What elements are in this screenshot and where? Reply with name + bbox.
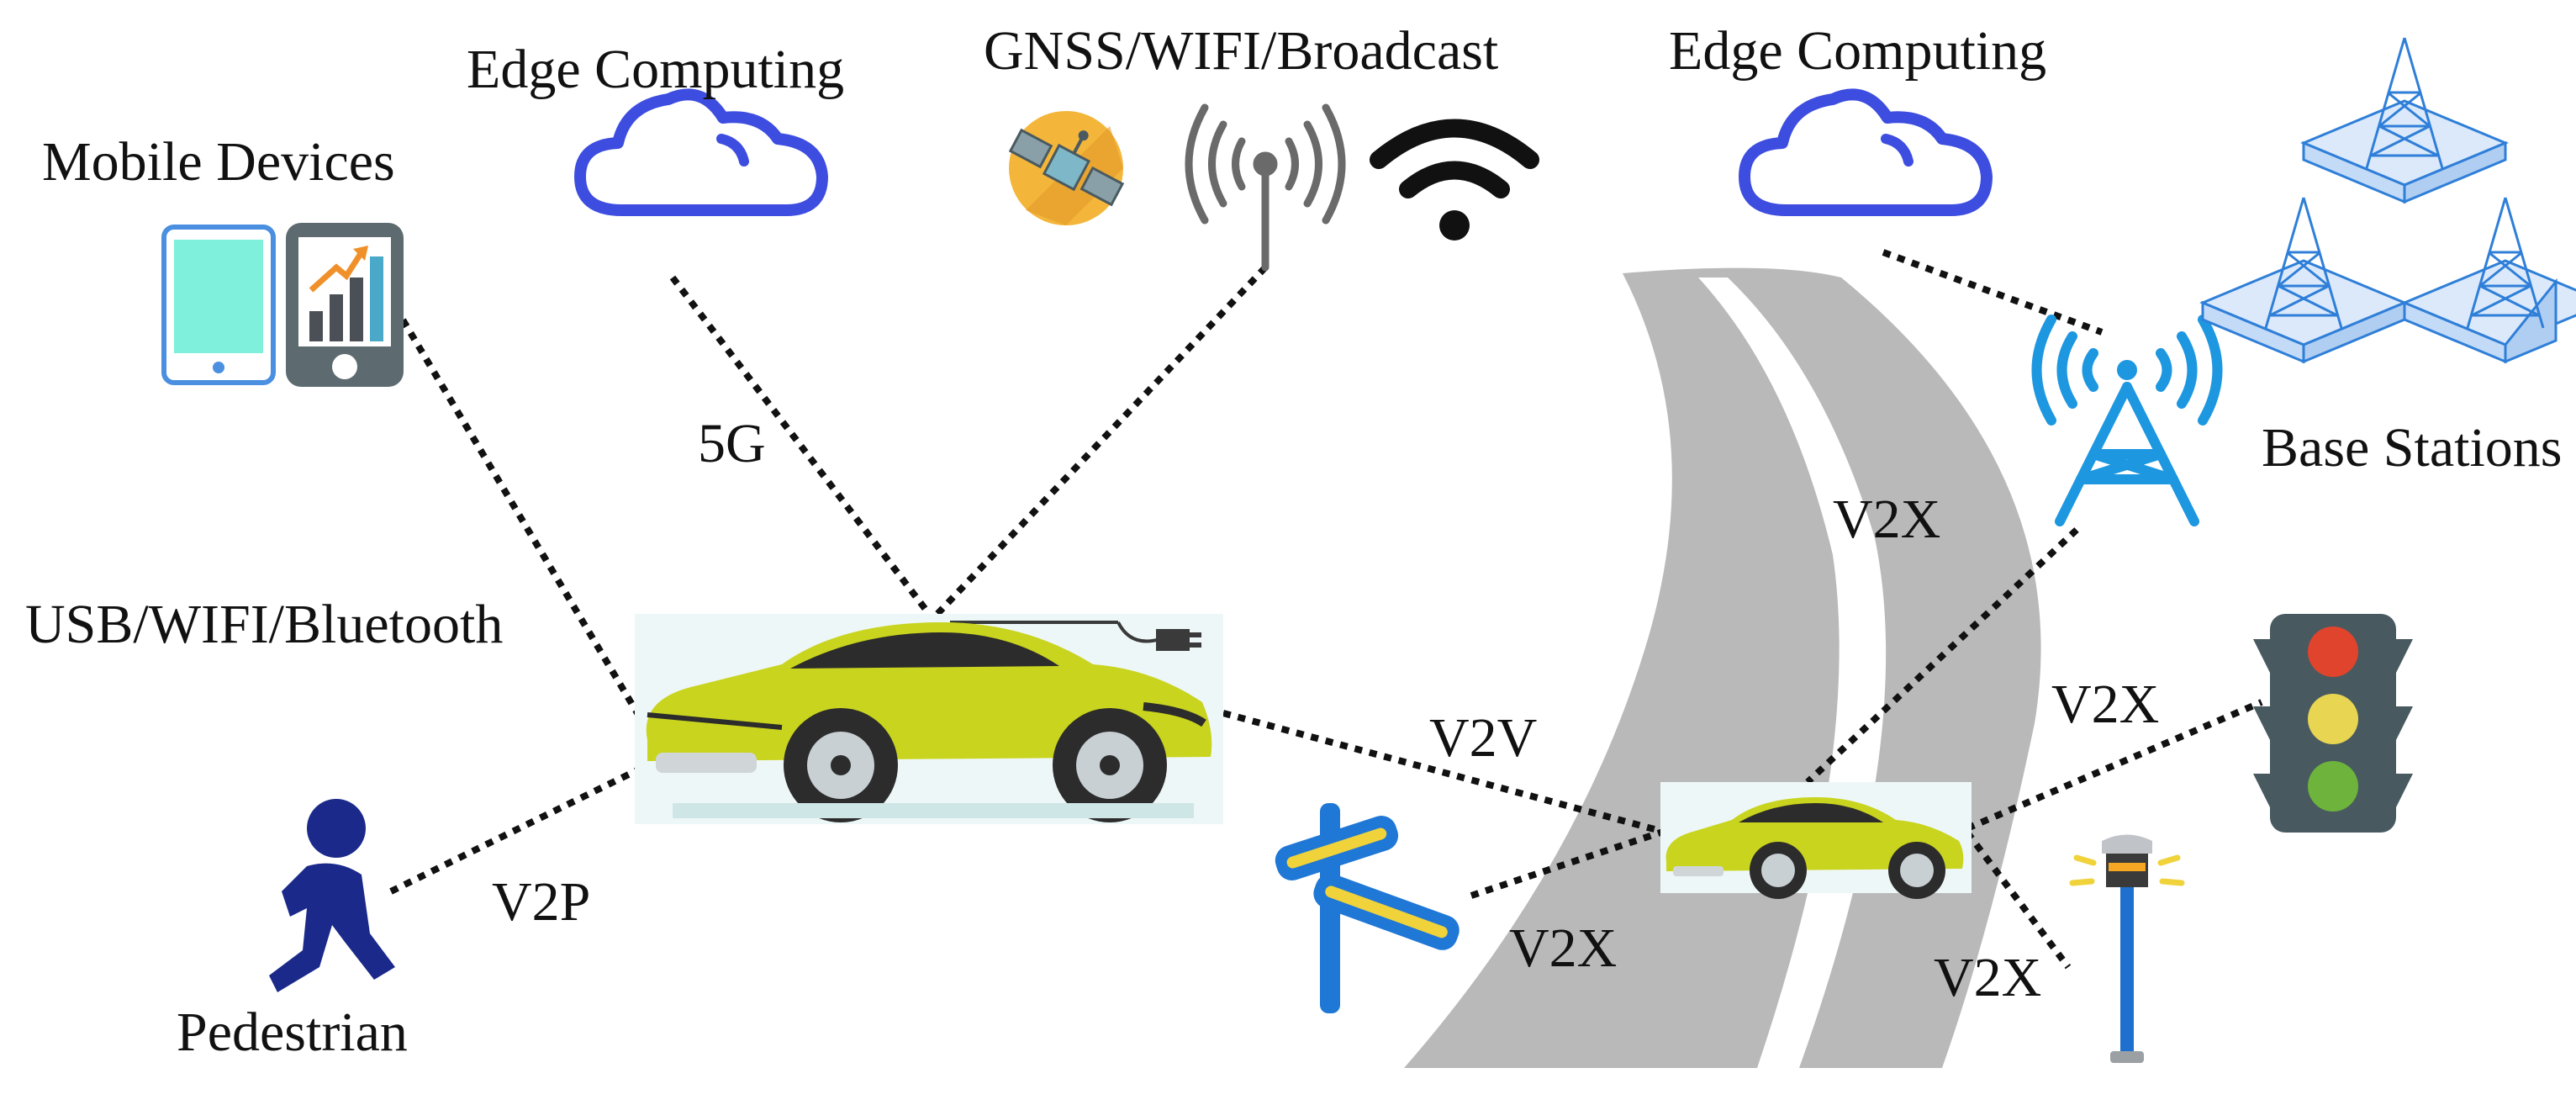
edge-computing-label-left: Edge Computing: [467, 39, 845, 100]
v2x-roadside-unit-label: V2X: [1934, 947, 2042, 1008]
link-5g-label: 5G: [698, 413, 766, 474]
link-signpost-smallcar: [1470, 825, 1675, 899]
electric-car-icon: [1660, 782, 1972, 899]
v2x-road-label: V2X: [1833, 489, 1941, 550]
cell-tower-icon: [2031, 315, 2223, 526]
v2x-traffic-light-label: V2X: [2051, 674, 2160, 735]
edge-computing-label-right: Edge Computing: [1669, 20, 2047, 82]
v2x-signpost-label: V2X: [1509, 917, 1618, 979]
link-cloud-tower: [1882, 249, 2104, 336]
traffic-light-icon: [2253, 614, 2413, 833]
link-pedestrian-car: [389, 762, 649, 895]
cloud-icon: [1739, 88, 1993, 216]
usb-wifi-bluetooth-label: USB/WIFI/Bluetooth: [25, 594, 504, 655]
roadside-unit-icon: [2069, 834, 2185, 1063]
signpost-icon: [1275, 803, 1460, 1013]
v2p-label: V2P: [492, 871, 591, 933]
link-broadcast-car: [935, 265, 1268, 616]
electric-car-icon: [635, 614, 1223, 824]
cloud-icon: [574, 88, 828, 216]
smartphone-chart-icon: [286, 223, 404, 387]
gnss-wifi-broadcast-label: GNSS/WIFI/Broadcast: [984, 20, 1499, 82]
mobile-devices-label: Mobile Devices: [42, 131, 395, 193]
broadcast-antenna-icon: [1185, 103, 1346, 272]
pedestrian-label: Pedestrian: [177, 1002, 408, 1063]
v2v-label: V2V: [1429, 707, 1538, 769]
link-mobile-car: [392, 304, 651, 732]
base-station-icon: [2199, 37, 2576, 364]
link-tower-smallcar: [1805, 527, 2079, 785]
link-smallcar-rsu: [1964, 830, 2072, 970]
tablet-icon: [161, 225, 276, 385]
satellite-icon: [1008, 111, 1125, 225]
connection-lines: [389, 249, 2263, 970]
link-5g-cloud-car: [669, 275, 932, 616]
base-stations-label: Base Stations: [2262, 417, 2563, 478]
pedestrian-icon: [269, 799, 395, 992]
wifi-icon: [1370, 119, 1539, 241]
